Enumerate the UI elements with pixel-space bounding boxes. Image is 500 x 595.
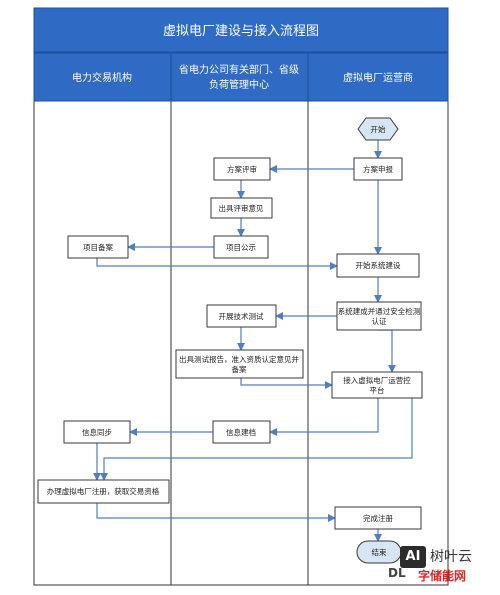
lane-header-grid-company: [170, 52, 309, 102]
node-info-sync: [63, 420, 131, 444]
project-record-label: 项目备案: [83, 242, 113, 252]
test-report-label-line1: 出具测试报告，准入资质认定意见并: [179, 354, 299, 364]
node-plan-submit: [353, 157, 403, 181]
edge-record-to-system-build: [96, 258, 338, 270]
lane-label-vpp-operator: 虚拟电厂运营商: [343, 71, 413, 84]
tech-test-label: 开展技术测试: [219, 311, 264, 321]
edge-report-to-platform: [240, 378, 333, 389]
security-check-label-line2: 认证: [372, 316, 387, 326]
info-archive-label: 信息建档: [226, 427, 256, 437]
watermark-logo-text: AI: [405, 549, 421, 564]
start-node: [357, 117, 399, 141]
node-plan-review: [213, 157, 271, 181]
node-review-opinion: [210, 197, 273, 219]
complete-register-label: 完成注册: [363, 513, 393, 523]
plan-submit-label: 方案申报: [363, 164, 393, 174]
node-info-archive: [212, 420, 271, 444]
edge-platform-to-register: [100, 398, 413, 481]
node-join-platform: [331, 371, 423, 399]
edge-register-to-complete: [96, 503, 336, 522]
join-platform-label-line2: 平台: [370, 385, 385, 395]
lane-label-grid-company-line2: 负荷管理中心: [209, 78, 269, 91]
lane-label-grid-company-line1: 省电力公司有关部门、省级: [179, 63, 299, 76]
title-bar: [33, 7, 449, 53]
lane-header-trading-institution: [33, 52, 172, 102]
node-project-record: [67, 235, 129, 259]
review-opinion-label: 出具评审意见: [219, 203, 264, 213]
join-platform-label-line1: 接入虚拟电厂运营控: [343, 375, 411, 385]
security-check-label-line1: 系统建成并通过安全检测: [338, 306, 421, 316]
node-project-publicity: [213, 235, 269, 259]
diagram-title: 虚拟电厂建设与接入流程图: [163, 23, 319, 39]
test-report-label-line2: 备案: [232, 364, 247, 374]
register-label: 办理虚拟电厂注册，获取交易资格: [47, 486, 160, 496]
lane-label-trading-institution: 电力交易机构: [72, 71, 132, 84]
start-label: 开始: [371, 124, 386, 134]
node-security-check: [336, 301, 422, 331]
watermark-site: 字储能网: [418, 569, 467, 583]
info-sync-label: 信息同步: [82, 427, 112, 437]
lane-header-vpp-operator: [307, 52, 449, 102]
edge-platform-to-archive: [269, 398, 379, 436]
watermark-logo: AI: [400, 546, 426, 568]
end-label: 结束: [372, 547, 387, 557]
node-register: [37, 479, 170, 504]
watermark-site-prefix: DL: [388, 566, 406, 580]
node-system-build: [336, 253, 420, 278]
system-build-label: 开始系统建设: [356, 260, 401, 270]
node-tech-test: [206, 304, 277, 328]
watermark-name: 树叶云: [430, 549, 472, 565]
project-publicity-label: 项目公示: [226, 243, 256, 252]
plan-review-label: 方案评审: [227, 164, 257, 174]
node-complete-register: [334, 506, 422, 530]
node-test-report: [175, 349, 304, 379]
